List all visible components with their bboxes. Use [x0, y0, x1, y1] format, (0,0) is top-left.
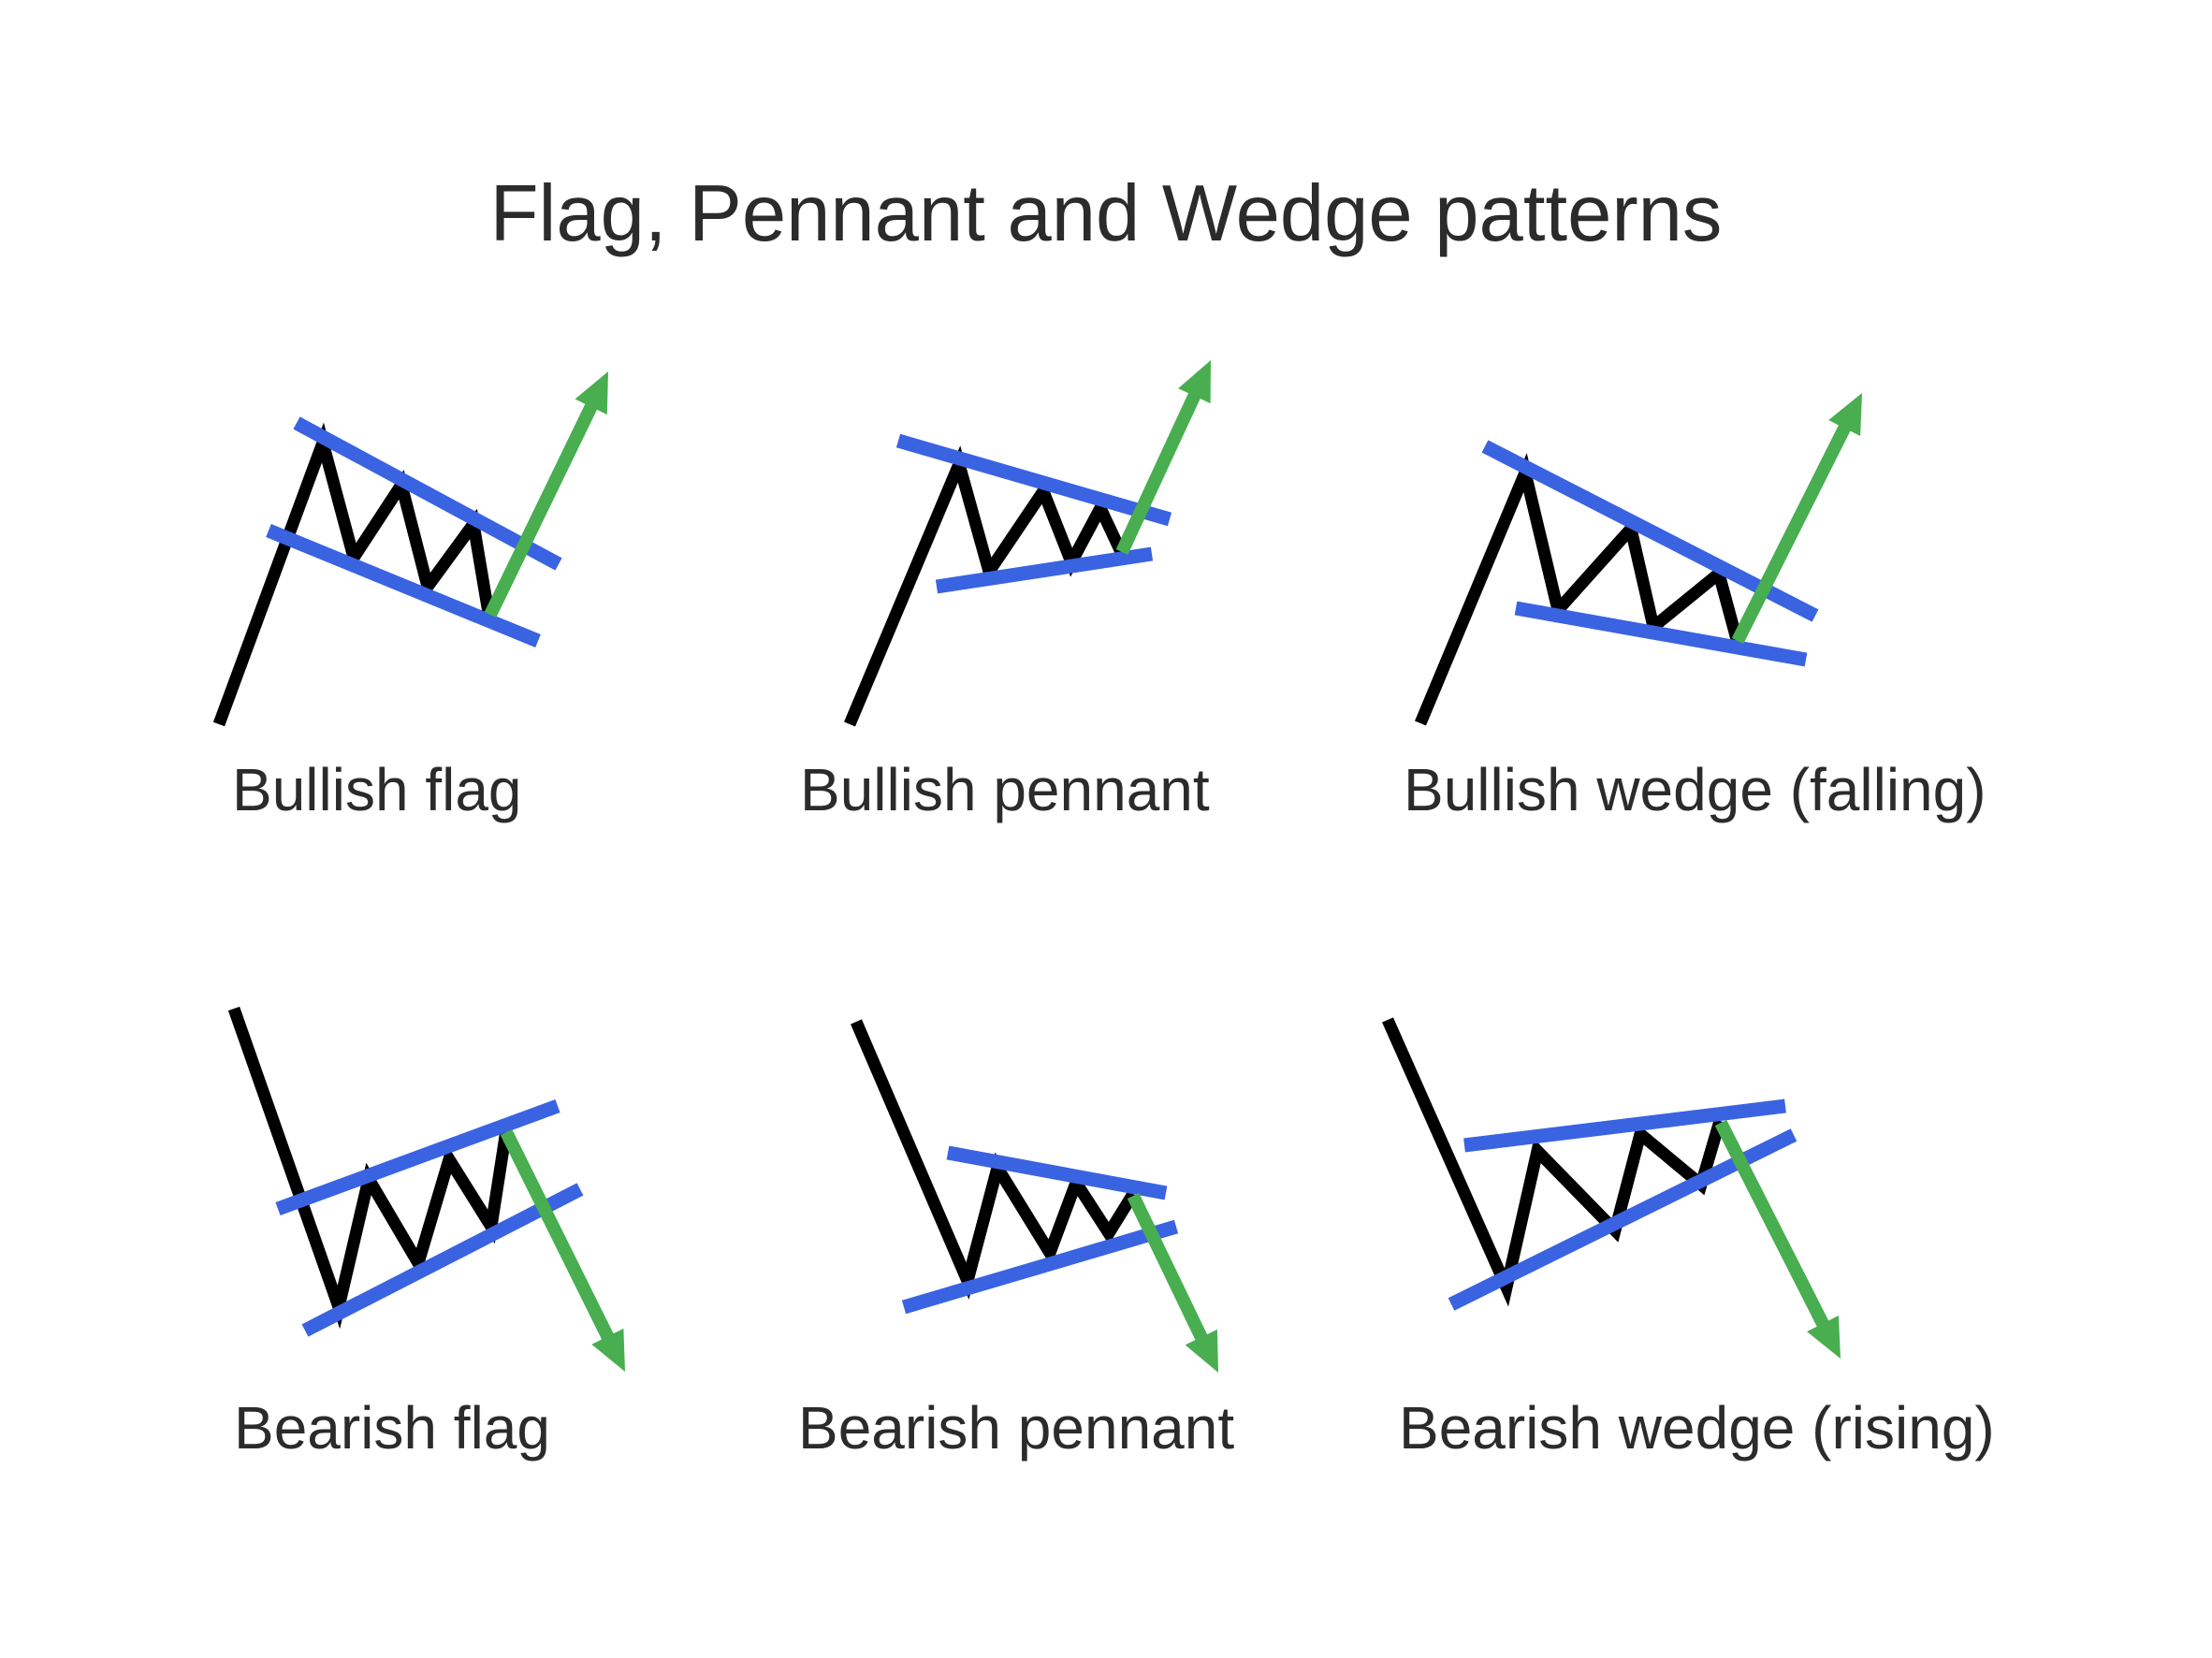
price-zigzag-line	[1415, 453, 1744, 726]
bearish-pennant-diagram	[851, 1019, 1218, 1373]
bullish-wedge-falling-diagram	[1415, 393, 1862, 726]
pattern-bullish-wedge-falling	[1375, 346, 1885, 749]
upper-trend-line	[275, 1098, 560, 1216]
bearish-flag-label: Bearish flag	[234, 1394, 550, 1462]
bearish-wedge-rising-diagram	[1382, 1017, 1841, 1359]
pattern-bullish-flag	[196, 346, 636, 749]
upper-trend-line	[946, 1145, 1168, 1200]
lower-trend-line	[266, 524, 541, 647]
price-zigzag-line	[227, 1006, 513, 1330]
upper-trend-line	[895, 433, 1172, 527]
lower-trend-line	[935, 546, 1154, 594]
pattern-bearish-pennant	[819, 996, 1259, 1399]
upper-trend-line	[1463, 1098, 1786, 1153]
bearish-pennant-label: Bearish pennant	[798, 1394, 1235, 1462]
lower-trend-line	[301, 1183, 584, 1337]
breakout-arrow-icon	[1714, 1119, 1841, 1359]
lower-trend-line	[901, 1219, 1179, 1315]
bearish-wedge-rising-label: Bearish wedge (rising)	[1399, 1394, 1995, 1462]
breakout-arrow-icon	[500, 1128, 625, 1372]
bullish-flag-label: Bullish flag	[232, 756, 522, 823]
breakout-arrow-icon	[484, 371, 608, 618]
bullish-flag-diagram	[212, 371, 608, 727]
bullish-wedge-falling-label: Bullish wedge (falling)	[1404, 756, 1986, 823]
lower-trend-line	[1514, 601, 1808, 667]
pattern-bearish-wedge-rising	[1357, 995, 1862, 1397]
bearish-flag-diagram	[227, 1006, 625, 1372]
price-zigzag-line	[851, 1019, 1139, 1300]
breakout-arrow-icon	[1731, 393, 1862, 645]
pattern-bearish-flag	[211, 992, 650, 1394]
bullish-pennant-label: Bullish pennant	[800, 756, 1210, 823]
page-title: Flag, Pennant and Wedge patterns	[489, 169, 1723, 258]
breakout-arrow-icon	[1127, 1192, 1218, 1373]
pattern-bullish-pennant	[823, 342, 1263, 744]
price-zigzag-line	[844, 445, 1128, 727]
bullish-pennant-diagram	[844, 360, 1211, 727]
price-zigzag-line	[212, 422, 495, 727]
upper-trend-line	[293, 416, 562, 571]
breakout-arrow-icon	[1115, 360, 1211, 555]
